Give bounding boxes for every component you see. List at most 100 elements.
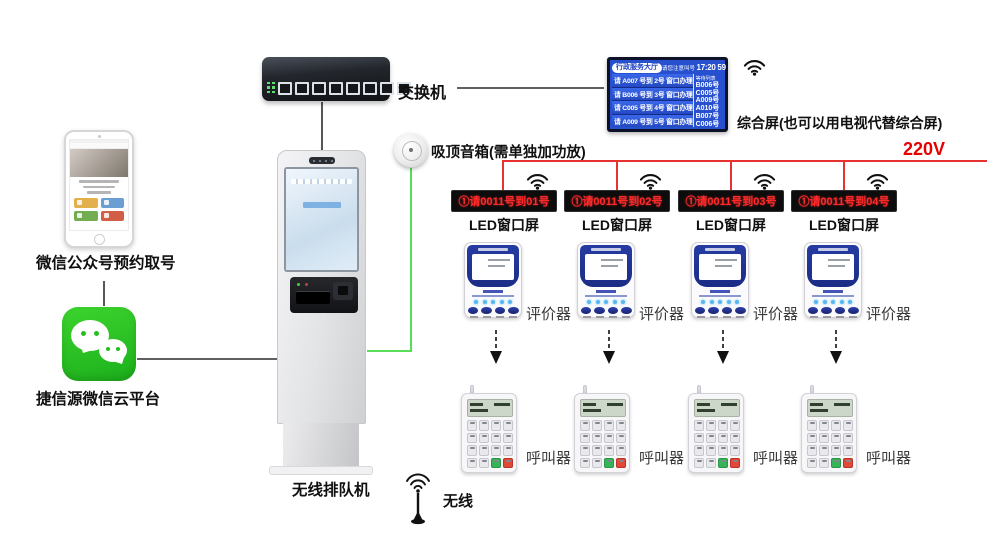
wifi-icon [639, 174, 662, 190]
call-row: 请 A007 号到 2号 窗口办理 [612, 74, 693, 87]
led-window-screen: ①请0011号到04号 [791, 190, 897, 212]
led-window-screen: ①请0011号到01号 [451, 190, 557, 212]
phone-home-button [93, 234, 105, 245]
switch-ports [278, 82, 411, 95]
evaluator-screen [467, 245, 519, 287]
network-switch [262, 57, 411, 101]
wait-list-item: A010号 [695, 105, 720, 113]
caller-device [688, 385, 744, 473]
evaluator-screen [694, 245, 746, 287]
evaluator-device [691, 242, 749, 318]
notice-text: 请您注意叫号 [662, 66, 696, 72]
wechat-icon [62, 307, 136, 381]
caller-keypad [580, 420, 626, 468]
evaluator-label: 评价器 [753, 306, 799, 323]
staff-id-card [472, 254, 514, 280]
wechat-label: 捷信源微信云平台 [36, 391, 161, 408]
power-label: 220V [903, 139, 946, 159]
kiosk-screen-buttons [291, 179, 352, 184]
evaluator-buttons [692, 307, 748, 314]
display-clock: 17:20 59 [696, 63, 726, 72]
kiosk-scanner [333, 282, 353, 300]
phone-label: 微信公众号预约取号 [36, 255, 176, 272]
evaluator-text-line [596, 290, 616, 293]
caller-label: 呼叫器 [526, 450, 572, 467]
caller-label: 呼叫器 [753, 450, 799, 467]
evaluator-text-line [699, 294, 741, 297]
evaluator-led-dots [578, 299, 634, 304]
main-display-label: 综合屏(也可以用电视代替综合屏) [737, 115, 943, 131]
speaker-label: 吸顶音箱(需单独加功放) [431, 145, 586, 161]
display-notice: 请您注意叫号 17:20 59 [662, 63, 726, 72]
phone-statusbar [70, 140, 128, 143]
caller-lcd [580, 399, 626, 417]
staff-id-card [585, 254, 627, 280]
led-label: LED窗口屏 [809, 217, 879, 233]
evaluator-label: 评价器 [639, 306, 685, 323]
led-text: ①请0011号到03号 [685, 196, 777, 208]
evaluator-button-labels [692, 316, 748, 318]
kiosk-screen-banner [302, 202, 341, 208]
caller-device [574, 385, 630, 473]
led-window-screen: ①请0011号到03号 [678, 190, 784, 212]
kiosk-printer-panel [290, 277, 358, 313]
caller-keypad [807, 420, 853, 468]
wait-list-item: C006号 [695, 120, 720, 128]
wait-list-panel: 等待列表 B006号 C005号 A009号 A010号 B007号 C006号 [692, 74, 723, 128]
caller-keypad [694, 420, 740, 468]
evaluator-label: 评价器 [526, 306, 572, 323]
led-label: LED窗口屏 [582, 217, 652, 233]
dashed-arrows [490, 330, 842, 364]
evaluator-screen-title [818, 248, 848, 251]
phone-camera-dot [97, 135, 101, 138]
ceiling-speaker [394, 133, 428, 167]
evaluator-text-line [812, 294, 854, 297]
led-text: ①请0011号到01号 [458, 196, 550, 208]
smartphone [64, 130, 134, 248]
evaluator-screen-title [478, 248, 508, 251]
staff-id-card [699, 254, 741, 280]
led-label: LED窗口屏 [469, 217, 539, 233]
call-rows: 请 A007 号到 2号 窗口办理 请 B006 号到 3号 窗口办理 请 C0… [612, 74, 693, 127]
evaluator-buttons [578, 307, 634, 314]
evaluator-buttons [465, 307, 521, 314]
wait-list-item: C005号 [695, 89, 720, 97]
caller-keypad [467, 420, 513, 468]
wait-list-item: B006号 [695, 82, 720, 89]
wait-list-item: A009号 [695, 97, 720, 105]
led-label: LED窗口屏 [696, 217, 766, 233]
evaluator-screen-title [705, 248, 735, 251]
evaluator-text-line [585, 294, 627, 297]
phone-text-line [83, 185, 115, 188]
phone-article-photo [70, 149, 128, 177]
evaluator-button-labels [465, 316, 521, 318]
wifi-icon [743, 60, 766, 76]
hall-name: 行政服务大厅 [612, 62, 662, 73]
evaluator-device [577, 242, 635, 318]
led-text: ①请0011号到04号 [798, 196, 890, 208]
led-text: ①请0011号到02号 [571, 196, 663, 208]
caller-lcd [807, 399, 853, 417]
caller-lcd [467, 399, 513, 417]
wire-speaker-kiosk-green [367, 168, 412, 352]
phone-text-line [87, 191, 111, 194]
kiosk-ticket-slot [296, 291, 330, 304]
wireless-label: 无线 [443, 493, 474, 510]
evaluator-text-line [710, 290, 730, 293]
wifi-icon [526, 174, 549, 190]
wire-power-bus [502, 160, 987, 191]
caller-device [801, 385, 857, 473]
kiosk-stand [283, 423, 359, 467]
evaluator-buttons [805, 307, 861, 314]
evaluator-text-line [823, 290, 843, 293]
phone-text-line [79, 180, 119, 183]
evaluator-button-labels [805, 316, 861, 318]
caller-label: 呼叫器 [639, 450, 685, 467]
evaluator-label: 评价器 [866, 306, 912, 323]
kiosk-speaker-grille [309, 157, 335, 164]
evaluator-screen [580, 245, 632, 287]
kiosk-label: 无线排队机 [292, 482, 370, 499]
kiosk-screen-bezel [284, 167, 359, 272]
